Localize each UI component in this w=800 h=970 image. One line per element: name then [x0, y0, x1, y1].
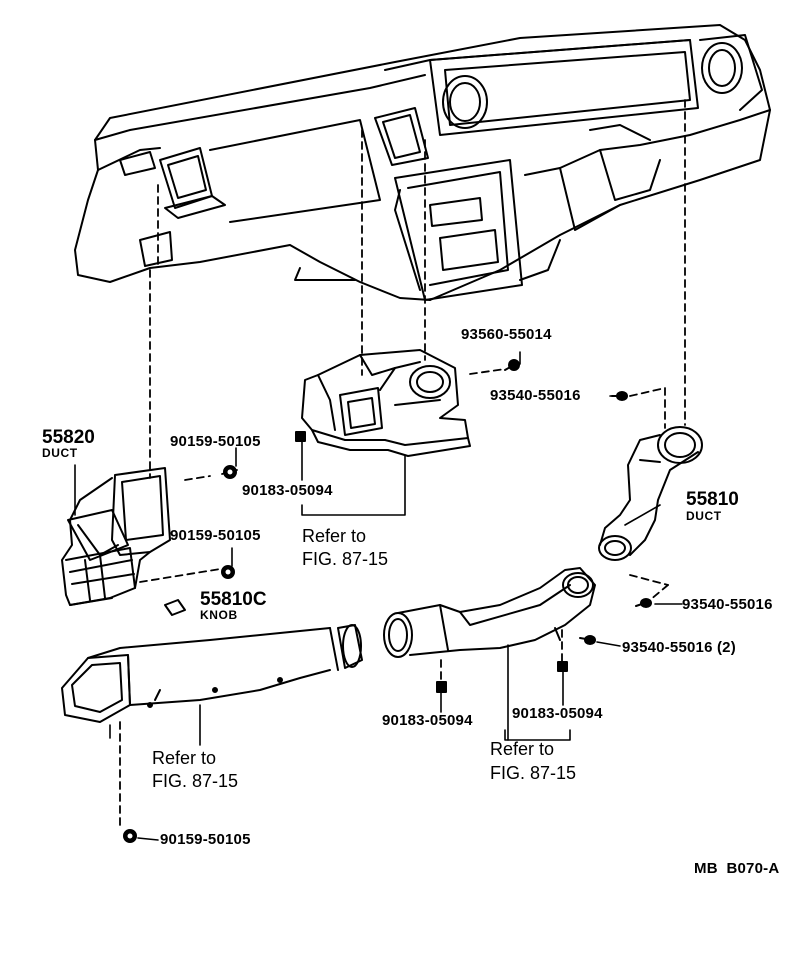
part-number-93540-55016-right: 93540-55016 — [682, 596, 773, 613]
fig-reference-center: FIG. 87-15 — [302, 549, 389, 569]
screw-93540-55016-c-icon — [579, 635, 596, 645]
leader-lines — [74, 351, 683, 841]
part-name-55810c: KNOB — [200, 608, 238, 622]
refer-to-right: Refer to — [490, 739, 555, 759]
center-console — [394, 159, 523, 301]
lower-right-duct — [384, 568, 595, 657]
center-vent-outlet — [374, 107, 429, 166]
screw-90159-50105-b-icon — [221, 565, 235, 579]
lower-left-duct — [62, 625, 362, 722]
clip-90183-05094-b-icon — [436, 681, 447, 693]
part-number-90183-05094-right: 90183-05094 — [512, 705, 603, 722]
screw-90159-50105-c-icon — [123, 829, 137, 843]
part-number-90159-50105-bottom: 90159-50105 — [160, 831, 251, 848]
part-number-93540-55016-qty2: 93540-55016 (2) — [622, 639, 736, 656]
part-number-55820: 55820 — [42, 427, 95, 448]
part-number-55810c: 55810C — [200, 589, 267, 610]
fasteners — [123, 359, 652, 843]
knob-55810c — [165, 600, 185, 615]
instrument-cluster — [429, 34, 763, 136]
screw-93560-55014-icon — [504, 359, 520, 371]
part-number-90183-05094-left: 90183-05094 — [382, 712, 473, 729]
part-number-93560-55014: 93560-55014 — [461, 326, 552, 343]
fig-reference-left: FIG. 87-15 — [152, 771, 239, 791]
screw-93540-55016-a-icon — [611, 391, 628, 401]
part-number-90159-50105-top: 90159-50105 — [170, 433, 261, 450]
part-number-93540-55016-top: 93540-55016 — [490, 387, 581, 404]
duct-55820 — [62, 468, 170, 605]
screw-90159-50105-a-icon — [223, 465, 237, 479]
fig-reference-right: FIG. 87-15 — [490, 763, 577, 783]
center-upper-duct — [302, 350, 470, 456]
left-vent-outlet — [159, 147, 226, 219]
diagram-code: MB B070-A — [694, 860, 780, 877]
part-name-55820: DUCT — [42, 446, 78, 460]
refer-to-left: Refer to — [152, 748, 217, 768]
part-number-55810: 55810 — [686, 489, 739, 510]
clip-90183-05094-c-icon — [557, 661, 568, 672]
refer-to-center: Refer to — [302, 526, 367, 546]
instrument-panel — [74, 24, 771, 301]
screw-93540-55016-b-icon — [635, 598, 652, 608]
part-number-90183-05094-top: 90183-05094 — [242, 482, 333, 499]
clip-90183-05094-a-icon — [295, 431, 306, 442]
part-number-90159-50105-mid: 90159-50105 — [170, 527, 261, 544]
alignment-lines — [119, 99, 686, 831]
part-name-55810: DUCT — [686, 509, 722, 523]
duct-55810 — [599, 427, 702, 560]
